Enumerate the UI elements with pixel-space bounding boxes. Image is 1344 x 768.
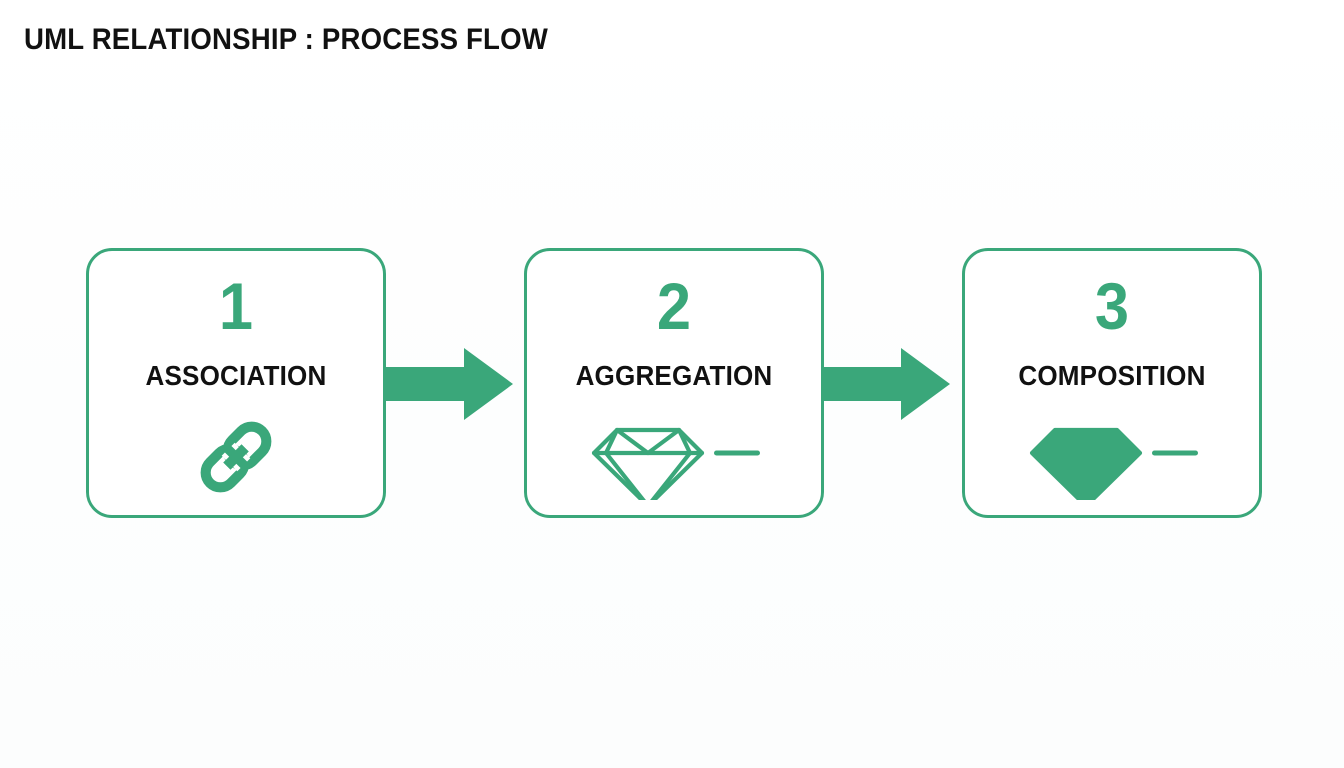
chain-link-icon: [200, 421, 272, 493]
step-label: COMPOSITION: [1018, 360, 1206, 391]
step-label: AGGREGATION: [575, 360, 773, 391]
hollow-diamond-icon: [591, 427, 760, 500]
step-icon-wrap: [527, 409, 821, 505]
filled-diamond-icon: [1029, 427, 1198, 500]
step-icon-wrap: [89, 409, 383, 505]
step-card-association[interactable]: 1 ASSOCIATION: [86, 248, 386, 518]
step-number: 3: [1094, 269, 1130, 343]
step-card-composition[interactable]: 3 COMPOSITION: [962, 248, 1262, 518]
step-icon-wrap: [965, 409, 1259, 505]
flow-arrow-1: [385, 348, 513, 420]
flow-arrow-2: [822, 348, 950, 420]
step-label: ASSOCIATION: [145, 360, 327, 391]
step-card-aggregation[interactable]: 2 AGGREGATION: [524, 248, 824, 518]
connector-line: [1152, 450, 1198, 456]
connector-line: [714, 450, 760, 456]
step-number: 2: [656, 269, 692, 343]
page-title: UML RELATIONSHIP : PROCESS FLOW: [24, 23, 548, 56]
step-number: 1: [218, 269, 254, 343]
